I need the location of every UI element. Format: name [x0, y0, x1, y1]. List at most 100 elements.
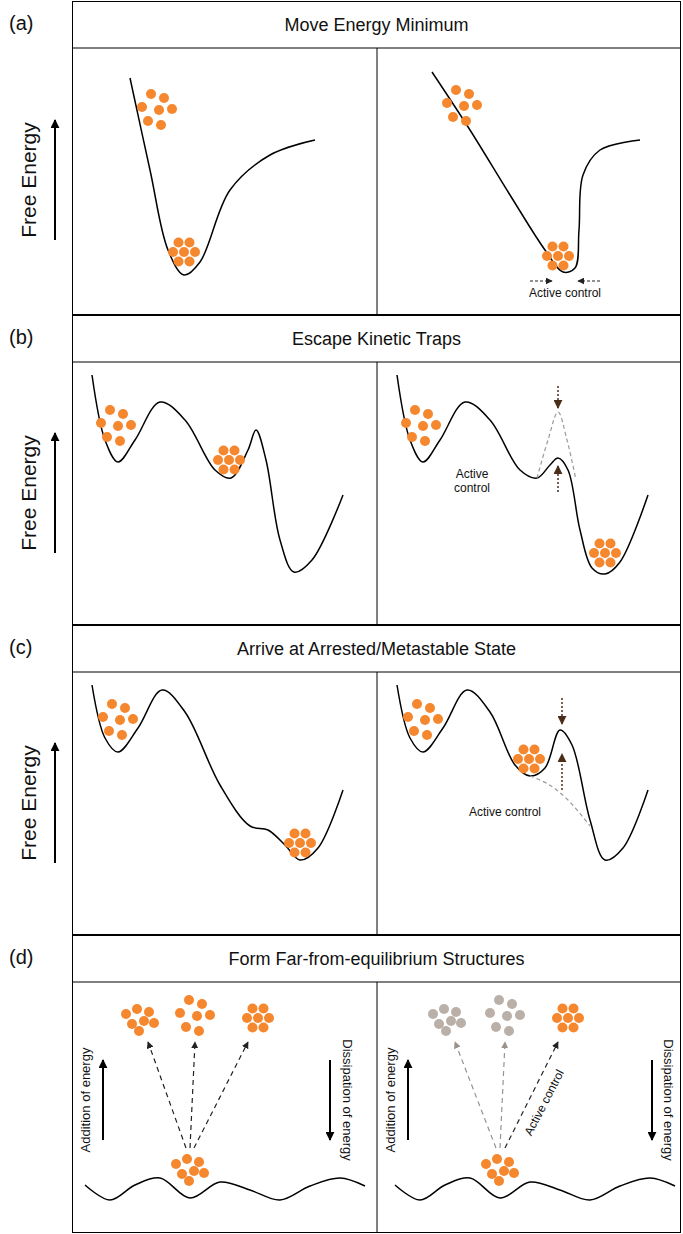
annotation: Active control	[446, 468, 498, 496]
particle	[423, 409, 433, 419]
particle	[175, 1008, 185, 1018]
particle	[118, 409, 128, 419]
particle	[137, 102, 147, 112]
particle-cluster	[542, 242, 574, 271]
energy-curve	[395, 1178, 675, 1200]
panel-title: Escape Kinetic Traps	[73, 316, 680, 363]
axis-label: Addition of energy	[79, 1048, 94, 1153]
particle	[431, 420, 441, 430]
panel-box: (c)Arrive at Arrested/Metastable State	[72, 625, 681, 935]
particle	[519, 764, 529, 774]
particle	[224, 455, 234, 465]
particle	[439, 1004, 449, 1014]
particle	[284, 838, 294, 848]
particle	[213, 455, 223, 465]
particle	[535, 754, 545, 764]
particle	[149, 1018, 159, 1028]
panel-box: (b)Escape Kinetic Traps	[72, 315, 681, 625]
particle	[448, 112, 458, 122]
panel-letter: (d)	[9, 946, 33, 969]
particle	[481, 1159, 491, 1169]
particle	[184, 1176, 194, 1186]
particle	[494, 995, 504, 1005]
particle	[502, 1011, 512, 1021]
particle	[492, 1154, 502, 1164]
particle	[171, 1159, 181, 1169]
axis-arrow	[54, 743, 56, 863]
particle	[301, 848, 311, 858]
axis-label: Dissipation of energy	[340, 1039, 355, 1160]
particle	[569, 1023, 579, 1033]
particle-cluster	[442, 85, 482, 126]
particle	[219, 446, 229, 456]
particle	[441, 1026, 451, 1036]
particle	[117, 730, 127, 740]
particle	[472, 100, 482, 110]
particle	[167, 104, 177, 114]
particle	[559, 242, 569, 252]
control-arrow	[557, 386, 559, 408]
particle	[185, 257, 195, 267]
particle-cluster	[513, 745, 545, 774]
particle	[530, 764, 540, 774]
column-divider	[377, 982, 378, 1233]
particle	[194, 1157, 204, 1167]
particle	[115, 715, 125, 725]
particle	[504, 1026, 514, 1036]
control-arrow	[530, 281, 552, 282]
particle	[553, 251, 563, 261]
panel-letter: (b)	[9, 326, 33, 349]
particle	[134, 1026, 144, 1036]
panel-box: (d)Form Far-from-equilibrium Structures	[72, 935, 681, 1233]
original-profile	[537, 412, 576, 480]
particle	[248, 1023, 258, 1033]
annotation: Active control	[529, 287, 601, 301]
control-arrow	[561, 754, 563, 790]
particle	[574, 1013, 584, 1023]
particle	[107, 699, 117, 709]
particle-cluster	[403, 699, 443, 740]
particle	[194, 1026, 204, 1036]
particle	[113, 421, 123, 431]
particle-cluster	[213, 446, 245, 475]
particle	[132, 1004, 142, 1014]
particle	[451, 85, 461, 95]
particle	[589, 548, 599, 558]
particle	[564, 251, 574, 261]
particle	[442, 98, 452, 108]
particle	[181, 1022, 191, 1032]
particle	[519, 745, 529, 755]
particle	[235, 455, 245, 465]
particle	[174, 238, 184, 248]
particle	[563, 1013, 573, 1023]
particle	[259, 1004, 269, 1014]
particle	[290, 848, 300, 858]
particle	[197, 999, 207, 1009]
particle	[264, 1013, 274, 1023]
annotation: Active control	[522, 1068, 567, 1138]
particle	[499, 1166, 509, 1176]
particle	[128, 714, 138, 724]
particle	[507, 999, 517, 1009]
particle	[168, 247, 178, 257]
particle	[401, 418, 411, 428]
particle	[253, 1013, 263, 1023]
particle-cluster	[242, 1004, 274, 1033]
particle	[184, 995, 194, 1005]
particle	[542, 251, 552, 261]
particle	[409, 726, 419, 736]
particle	[185, 238, 195, 248]
particle	[205, 1010, 215, 1020]
axis-label: Free Energy	[17, 745, 41, 861]
particle-cluster	[96, 405, 136, 446]
particle	[154, 105, 164, 115]
axis-arrow	[102, 1060, 104, 1140]
particle	[600, 548, 610, 558]
particle	[121, 1009, 131, 1019]
axis-arrow	[329, 1060, 331, 1140]
particle-cluster	[121, 1004, 159, 1036]
particle	[102, 432, 112, 442]
axis-label: Addition of energy	[384, 1048, 399, 1153]
pathway-arrow	[190, 1042, 195, 1148]
particle	[301, 829, 311, 839]
